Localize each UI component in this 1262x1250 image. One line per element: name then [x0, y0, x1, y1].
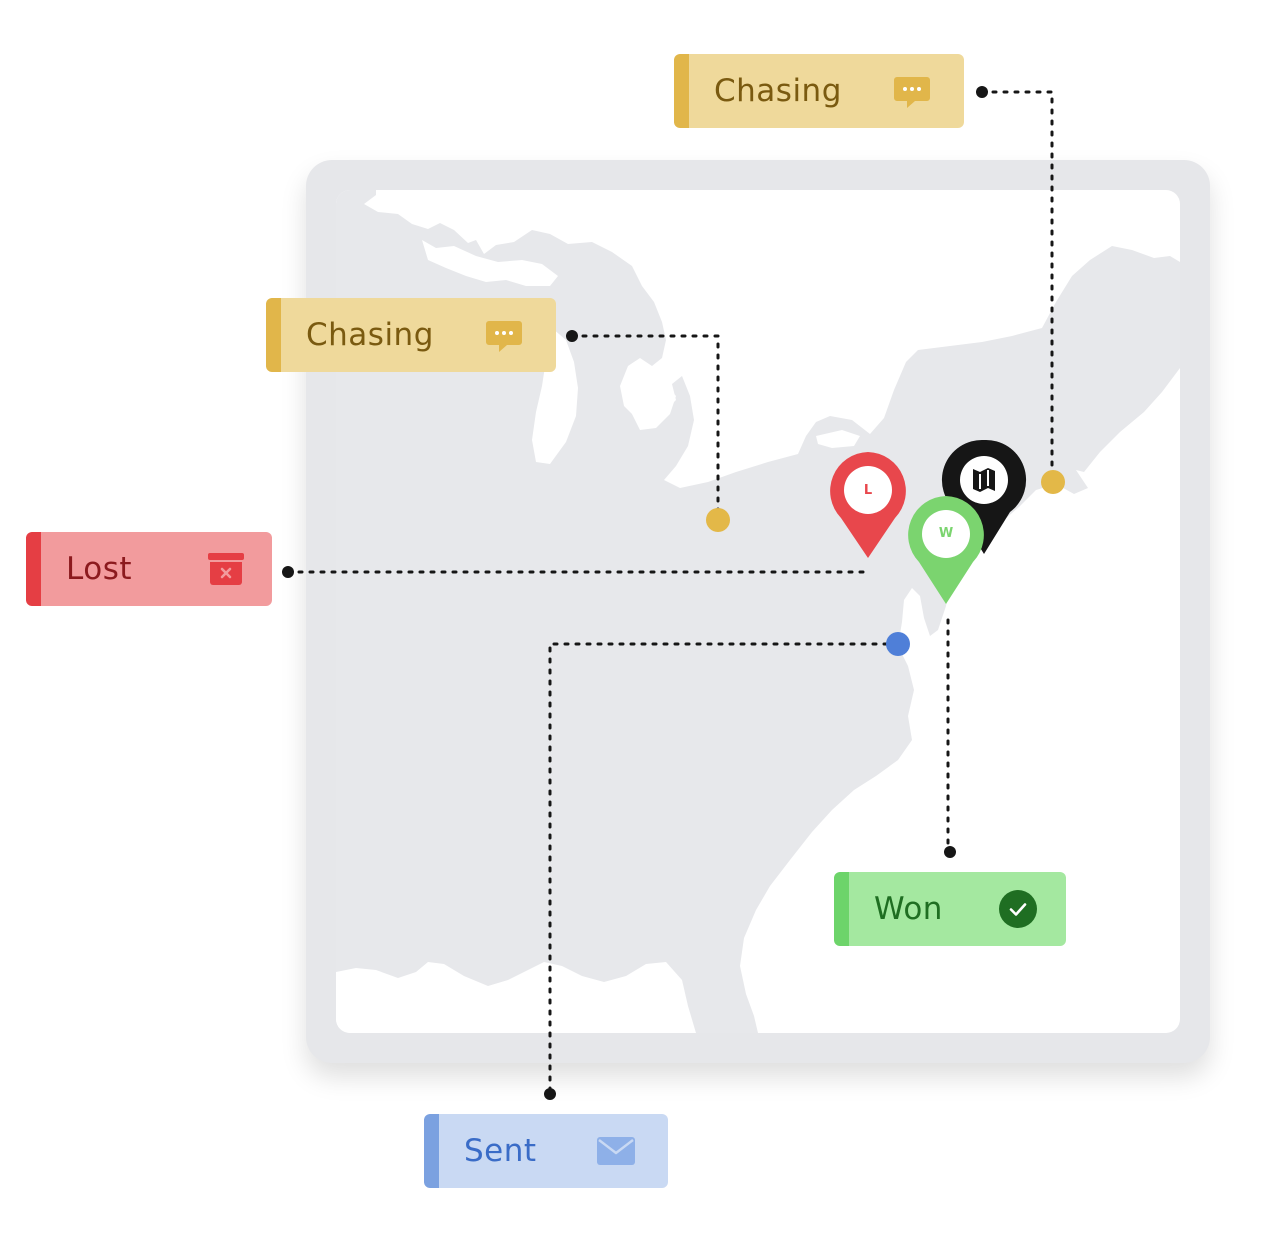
- connector-dot: [976, 86, 988, 98]
- status-tag-chasing-left[interactable]: Chasing: [266, 298, 556, 372]
- status-tag-lost[interactable]: Lost: [26, 532, 272, 606]
- map-card: [306, 160, 1210, 1063]
- lake-erie: [680, 450, 762, 486]
- location-dot-chasing-left[interactable]: [706, 508, 730, 532]
- lake-huron: [632, 366, 676, 430]
- status-tag-won[interactable]: Won: [834, 872, 1066, 946]
- status-tag-chasing-top[interactable]: Chasing: [674, 54, 964, 128]
- status-tag-label: Lost: [66, 551, 132, 587]
- status-tag-accent: [674, 54, 689, 128]
- map-canvas[interactable]: [336, 190, 1180, 1033]
- status-tag-label: Chasing: [306, 317, 434, 353]
- status-tag-label: Chasing: [714, 73, 842, 109]
- map-pin-black[interactable]: [941, 439, 1027, 554]
- land-mass: [336, 190, 1180, 1033]
- archive-box-icon: [208, 553, 244, 585]
- status-tag-accent: [834, 872, 849, 946]
- connector-dot: [282, 566, 294, 578]
- status-tag-label: Sent: [464, 1133, 537, 1169]
- location-dot-sent[interactable]: [886, 632, 910, 656]
- lake-michigan: [532, 328, 578, 464]
- location-dot-chasing-top[interactable]: [1041, 470, 1065, 494]
- connector-dot: [566, 330, 578, 342]
- chat-bubble-icon: [486, 321, 522, 352]
- envelope-icon: [597, 1137, 635, 1165]
- gulf-of-mexico: [336, 980, 686, 1033]
- status-tag-accent: [424, 1114, 439, 1188]
- lake-superior: [422, 240, 558, 286]
- status-tag-sent[interactable]: Sent: [424, 1114, 668, 1188]
- map-pin-lost-letter: L: [863, 483, 873, 498]
- map-pin-won[interactable]: [908, 496, 984, 604]
- status-tag-accent: [26, 532, 41, 606]
- connector-chasing-top: [980, 90, 1054, 478]
- chat-bubble-icon: [894, 77, 930, 108]
- connector-chasing-left: [570, 334, 720, 514]
- map-pin-lost[interactable]: [830, 452, 906, 558]
- status-tag-accent: [266, 298, 281, 372]
- map-pin-won-letter: W: [938, 526, 954, 541]
- check-circle-icon: [999, 890, 1037, 928]
- folded-map-icon: [973, 468, 995, 492]
- lake-ontario: [816, 430, 860, 448]
- connector-dot: [544, 1088, 556, 1100]
- connector-sent: [548, 642, 900, 1096]
- status-tag-label: Won: [874, 891, 943, 927]
- connector-dot: [944, 846, 956, 858]
